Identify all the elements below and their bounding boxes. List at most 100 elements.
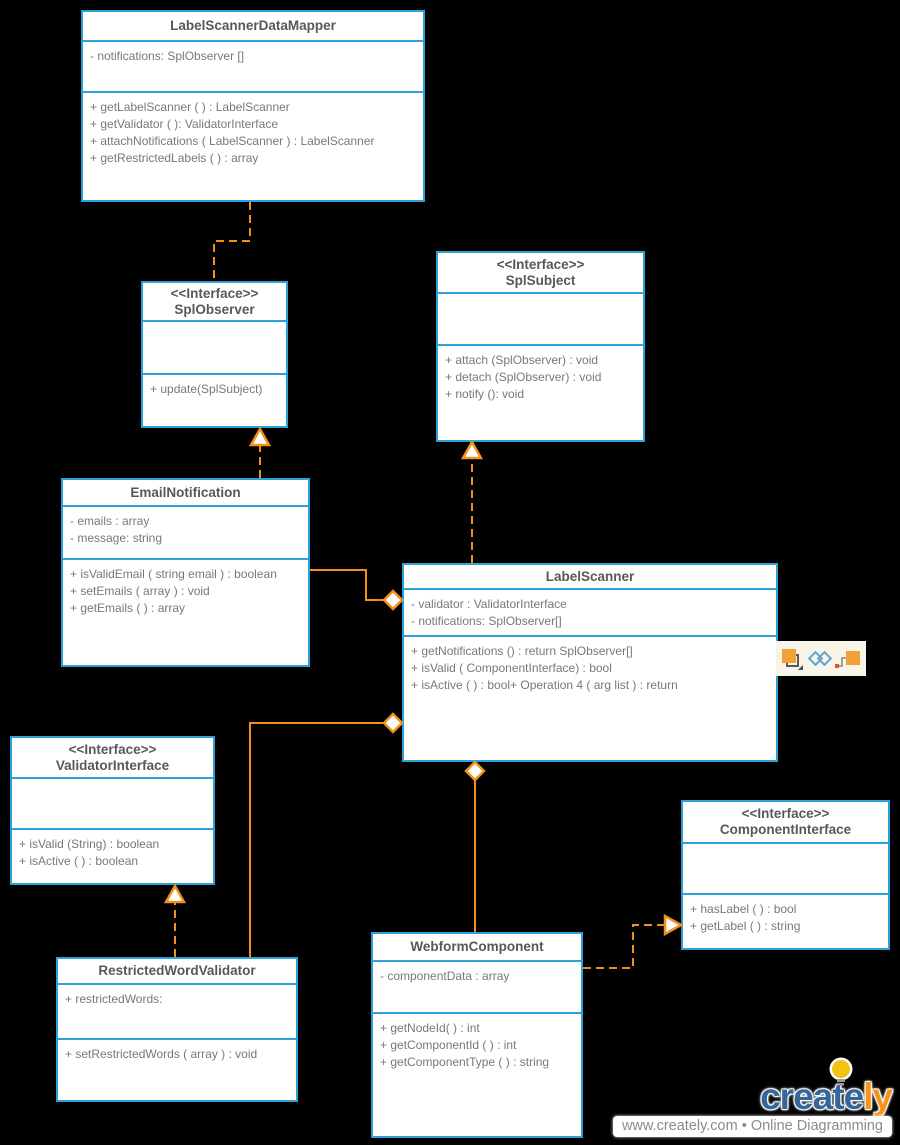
creately-logo[interactable]: creately www.creately.com • Online Diagr… (612, 1057, 893, 1137)
class-label-scanner-data-mapper[interactable]: LabelScannerDataMapper - notifications: … (81, 10, 425, 202)
interface-spl-subject[interactable]: <<Interface>> SplSubject + attach (SplOb… (436, 251, 645, 442)
class-title: <<Interface>> SplObserver (143, 283, 286, 322)
method-line: + getNodeId( ) : int (380, 1021, 480, 1035)
method-line: + getRestrictedLabels ( ) : array (90, 151, 259, 165)
methods-section: + isValidEmail ( string email ) : boolea… (63, 560, 308, 665)
lightbulb-icon (829, 1057, 853, 1086)
methods-section: + getNotifications () : return SplObserv… (404, 637, 776, 760)
aggregation-diamond (464, 760, 486, 782)
method-line: + getComponentType ( ) : string (380, 1055, 550, 1069)
realization-arrowhead (248, 426, 272, 447)
connector-webformcomponent-componentinterface (583, 924, 664, 969)
attributes-section: - emails : array - message: string (63, 507, 308, 560)
method-line: + isValid (String) : boolean (19, 837, 160, 851)
method-line: + getNotifications () : return SplObserv… (411, 644, 633, 658)
stereotype-text: <<Interface>> (68, 741, 157, 757)
methods-section: + update(SplSubject) (143, 375, 286, 426)
methods-section: + getNodeId( ) : int + getComponentId ( … (373, 1014, 581, 1136)
method-line: + notify (): void (445, 387, 525, 401)
method-line: + attach (SplObserver) : void (445, 353, 599, 367)
class-title-text: EmailNotification (130, 484, 241, 500)
logo-ly-text: ly (863, 1076, 893, 1117)
class-title: EmailNotification (63, 480, 308, 507)
class-title-text: LabelScannerDataMapper (170, 18, 336, 33)
class-webform-component[interactable]: WebformComponent - componentData : array… (371, 932, 583, 1138)
interface-spl-observer[interactable]: <<Interface>> SplObserver + update(SplSu… (141, 281, 288, 428)
class-title: RestrictedWordValidator (58, 959, 296, 985)
attributes-section: + restrictedWords: (58, 985, 296, 1040)
attributes-section (12, 779, 213, 830)
attribute-line: - emails : array (70, 514, 150, 528)
class-title: <<Interface>> SplSubject (438, 253, 643, 294)
method-line: + detach (SplObserver) : void (445, 370, 602, 384)
class-title: WebformComponent (373, 934, 581, 962)
shape-icon[interactable] (782, 648, 803, 670)
realization-arrowhead (163, 883, 187, 904)
connect-shape-icon[interactable] (835, 650, 860, 668)
methods-section: + attach (SplObserver) : void + detach (… (438, 346, 643, 440)
stereotype-text: <<Interface>> (170, 285, 259, 301)
methods-section: + setRestrictedWords ( array ) : void (58, 1040, 296, 1100)
methods-section: + hasLabel ( ) : bool + getLabel ( ) : s… (683, 895, 888, 948)
method-line: + update(SplSubject) (150, 382, 263, 396)
aggregation-diamond (382, 589, 404, 611)
method-line: + isValid ( ComponentInterface) : bool (411, 661, 612, 675)
shape-context-toolbar[interactable] (776, 641, 866, 676)
class-title-text: LabelScanner (545, 568, 635, 584)
method-line: + attachNotifications ( LabelScanner ) :… (90, 134, 375, 148)
logo-create-text: create (760, 1076, 864, 1117)
attribute-line: - notifications: SplObserver[] (411, 614, 562, 628)
class-email-notification[interactable]: EmailNotification - emails : array - mes… (61, 478, 310, 667)
interface-component-interface[interactable]: <<Interface>> ComponentInterface + hasLa… (681, 800, 890, 950)
stereotype-text: <<Interface>> (496, 256, 585, 272)
class-title-text: RestrictedWordValidator (98, 963, 256, 978)
class-title-text: ComponentInterface (719, 822, 852, 837)
class-title: LabelScannerDataMapper (83, 12, 423, 42)
method-line: + getComponentId ( ) : int (380, 1038, 517, 1052)
class-restricted-word-validator[interactable]: RestrictedWordValidator + restrictedWord… (56, 957, 298, 1102)
method-line: + getValidator ( ): ValidatorInterface (90, 117, 278, 131)
logo-wordmark: creately (613, 1076, 893, 1117)
attributes-section (683, 844, 888, 895)
toolbar-icons (782, 648, 860, 670)
class-title: LabelScanner (404, 565, 776, 590)
connector-link-icon[interactable] (807, 650, 833, 666)
attributes-section: - notifications: SplObserver [] (83, 42, 423, 93)
connector-datamapper-splobserver (213, 202, 251, 281)
method-line: + hasLabel ( ) : bool (690, 902, 797, 916)
class-title-text: ValidatorInterface (55, 757, 170, 773)
class-title-text: WebformComponent (410, 939, 544, 954)
aggregation-diamond (382, 712, 404, 734)
attribute-line: - validator : ValidatorInterface (411, 597, 567, 611)
realization-arrowhead (663, 913, 684, 937)
attribute-line: - componentData : array (380, 969, 510, 983)
class-title-text: SplSubject (505, 272, 576, 288)
class-title: <<Interface>> ComponentInterface (683, 802, 888, 844)
method-line: + setEmails ( array ) : void (70, 584, 210, 598)
attributes-section (438, 294, 643, 346)
method-line: + getEmails ( ) : array (70, 601, 186, 615)
logo-tagline: www.creately.com • Online Diagramming (612, 1116, 892, 1137)
attribute-line: - notifications: SplObserver [] (90, 49, 245, 63)
attribute-line: + restrictedWords: (65, 992, 163, 1006)
attributes-section (143, 322, 286, 375)
method-line: + isActive ( ) : bool+ Operation 4 ( arg… (411, 678, 678, 692)
class-label-scanner[interactable]: LabelScanner - validator : ValidatorInte… (402, 563, 778, 762)
method-line: + setRestrictedWords ( array ) : void (65, 1047, 258, 1061)
method-line: + isValidEmail ( string email ) : boolea… (70, 567, 277, 581)
method-line: + getLabel ( ) : string (690, 919, 801, 933)
methods-section: + isValid (String) : boolean + isActive … (12, 830, 213, 883)
connector-emailnotification-labelscanner (310, 569, 384, 601)
class-title-text: SplObserver (174, 301, 255, 317)
method-line: + getLabelScanner ( ) : LabelScanner (90, 100, 290, 114)
method-line: + isActive ( ) : boolean (19, 854, 139, 868)
realization-arrowhead (460, 439, 484, 460)
attribute-line: - message: string (70, 531, 163, 545)
methods-section: + getLabelScanner ( ) : LabelScanner + g… (83, 93, 423, 200)
attributes-section: - componentData : array (373, 962, 581, 1014)
stereotype-text: <<Interface>> (741, 806, 830, 821)
class-title: <<Interface>> ValidatorInterface (12, 738, 213, 779)
attributes-section: - validator : ValidatorInterface - notif… (404, 590, 776, 637)
connector-restrictedwordvalidator-labelscanner (249, 722, 384, 957)
interface-validator-interface[interactable]: <<Interface>> ValidatorInterface + isVal… (10, 736, 215, 885)
